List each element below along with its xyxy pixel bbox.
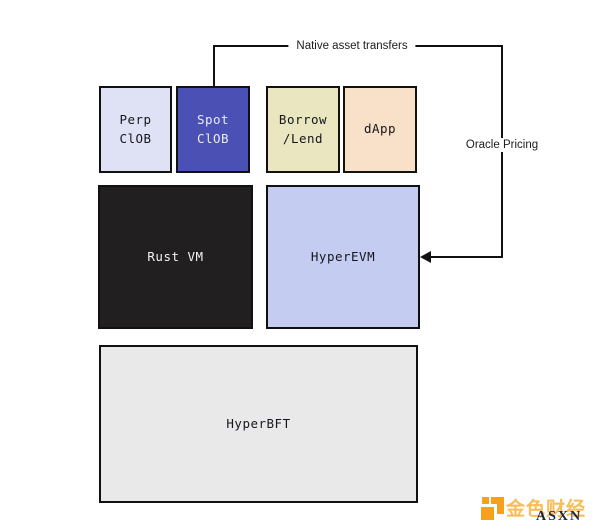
borrow-lend-label-line1: Borrow — [278, 111, 328, 127]
box-spot-clob: Spot ClOB — [176, 86, 250, 173]
native-asset-transfers-label: Native asset transfers — [288, 39, 416, 53]
oracle-pricing-horizontal-line — [428, 256, 503, 258]
jinse-finance-brand-text: 金色财经 — [506, 498, 587, 520]
rust-vm-label: Rust VM — [147, 248, 204, 264]
box-hyperevm: HyperEVM — [266, 185, 420, 329]
dapp-label: dApp — [363, 121, 397, 137]
arrowhead-left-icon — [420, 251, 431, 263]
logo-bar-right — [497, 497, 504, 514]
box-dapp: dApp — [343, 86, 417, 173]
box-hyperbft: HyperBFT — [99, 345, 418, 503]
hyperevm-label: HyperEVM — [310, 248, 376, 264]
spot-clob-label-line2: ClOB — [196, 130, 230, 146]
box-rust-vm: Rust VM — [98, 185, 253, 329]
asxn-brand-text: ASXN — [536, 509, 583, 524]
logo-square-small — [482, 497, 489, 504]
native-transfers-left-drop-line — [213, 45, 215, 87]
box-perp-clob: Perp ClOB — [99, 86, 172, 173]
borrow-lend-label-line2: /Lend — [282, 130, 324, 146]
jinse-finance-logo-icon — [481, 497, 504, 521]
logo-square-big — [481, 507, 494, 520]
perp-clob-label-line1: Perp — [119, 111, 152, 127]
box-borrow-lend: Borrow /Lend — [266, 86, 340, 173]
spot-clob-label-line1: Spot — [196, 111, 230, 127]
brand-watermark: 金色财经 ASXN — [481, 494, 593, 530]
hyperbft-label: HyperBFT — [226, 415, 291, 431]
oracle-pricing-label: Oracle Pricing — [457, 138, 547, 152]
perp-clob-label-line2: ClOB — [119, 130, 152, 146]
